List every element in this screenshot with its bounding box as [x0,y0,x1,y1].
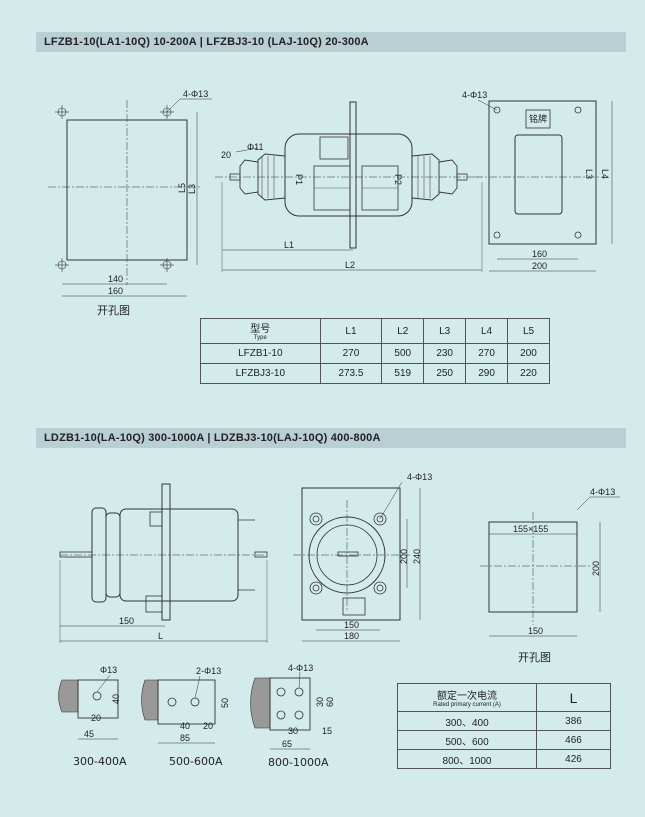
svg-text:160: 160 [532,249,547,259]
svg-text:L4: L4 [600,169,610,179]
svg-text:L: L [158,631,163,641]
svg-text:200: 200 [591,561,601,576]
s1-side-view: 铭牌 4-Φ13 L3 L4 160 200 [462,90,613,272]
svg-text:155×155: 155×155 [513,524,548,534]
table-row: LFZB1-10 270 500 230 270 200 [200,343,550,364]
terminal-300-400: Φ13 40 20 45 300-400A [58,665,127,768]
svg-text:4-Φ13: 4-Φ13 [590,487,615,497]
svg-text:50: 50 [220,698,230,708]
svg-text:L2: L2 [345,260,355,270]
svg-text:200: 200 [532,261,547,271]
svg-text:L1: L1 [284,240,294,250]
svg-text:40: 40 [180,721,190,731]
svg-text:4-Φ13: 4-Φ13 [462,90,487,100]
svg-text:40: 40 [111,694,121,704]
col-header: L4 [465,318,509,344]
svg-text:Φ11: Φ11 [247,142,264,152]
svg-text:200: 200 [399,549,409,564]
s2-cutout-caption: 开孔图 [518,651,551,664]
svg-text:20: 20 [203,721,213,731]
svg-text:P2: P2 [393,174,403,185]
svg-text:20: 20 [91,713,101,723]
s1-cutout-caption: 开孔图 [97,304,130,317]
svg-text:500-600A: 500-600A [169,755,223,768]
col-header: L3 [423,318,467,344]
svg-text:20: 20 [221,150,231,160]
svg-text:800-1000A: 800-1000A [268,756,329,769]
col-header: L5 [507,318,550,344]
svg-text:30: 30 [315,697,325,707]
section1-header: LFZB1-10(LA1-10Q) 10-200A | LFZBJ3-10 (L… [36,32,626,52]
table-row: LFZBJ3-10 273.5 519 250 290 220 [200,363,550,384]
terminal-500-600: 2-Φ13 50 40 20 85 500-600A [141,666,230,768]
L-header-cell: L [536,683,611,712]
col-header: L1 [319,318,383,344]
svg-text:65: 65 [282,739,292,749]
svg-text:2-Φ13: 2-Φ13 [196,666,221,676]
nameplate-label: 铭牌 [529,113,547,124]
svg-text:150: 150 [344,620,359,630]
s1-front-view: P1 P2 Φ11 20 L1 L2 [215,101,483,272]
section2-header: LDZB1-10(LA-10Q) 300-1000A | LDZBJ3-10(L… [36,428,626,448]
hole-mark [55,105,174,272]
svg-text:180: 180 [344,631,359,641]
svg-text:140: 140 [108,274,123,284]
svg-text:L5: L5 [177,183,187,193]
svg-text:160: 160 [108,286,123,296]
svg-text:4-Φ13: 4-Φ13 [407,472,432,482]
s1-hole-label: 4-Φ13 [183,89,208,99]
svg-text:4-Φ13: 4-Φ13 [288,663,313,673]
svg-text:85: 85 [180,733,190,743]
svg-text:300-400A: 300-400A [73,755,127,768]
s2-cutout-view: 155×155 4-Φ13 200 150 开孔图 [480,487,620,664]
s2-side-view: 4-Φ13 200 240 150 180 [293,472,432,642]
s2-front-view: 150 L [59,483,268,643]
svg-text:30: 30 [288,726,298,736]
terminal-800-1000: 4-Φ13 30 60 30 15 65 800-1000A [250,663,335,769]
svg-text:150: 150 [528,626,543,636]
svg-text:P1: P1 [294,174,304,185]
svg-text:150: 150 [119,616,134,626]
s1-cutout-view: 4-Φ13 L5 L3 140 160 开孔图 [48,89,212,317]
col-header: L2 [381,318,425,344]
svg-text:45: 45 [84,729,94,739]
svg-text:L3: L3 [187,184,197,194]
svg-text:240: 240 [412,549,422,564]
svg-text:15: 15 [322,726,332,736]
svg-text:Φ13: Φ13 [100,665,117,675]
svg-text:60: 60 [325,697,335,707]
svg-text:L3: L3 [584,169,594,179]
